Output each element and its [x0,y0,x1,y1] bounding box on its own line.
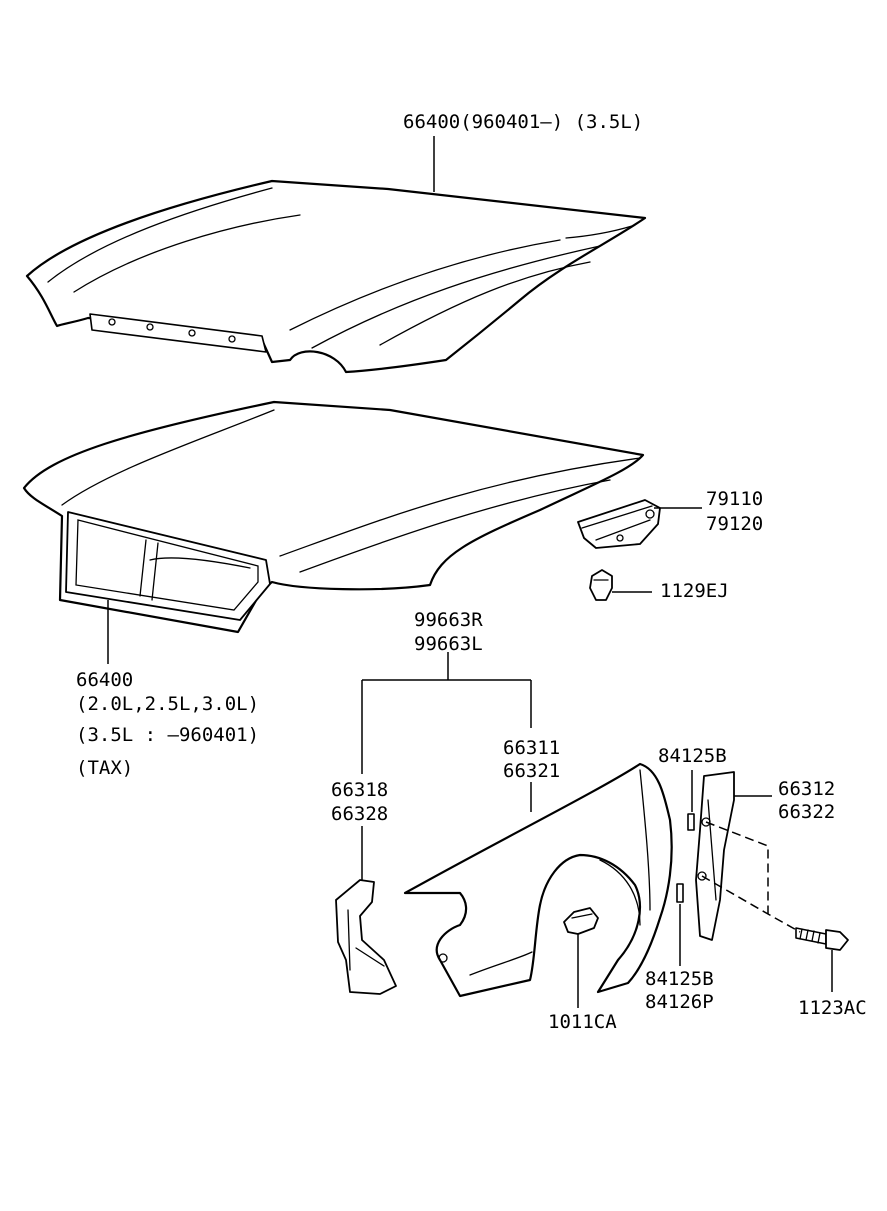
label-fender-1: 66311 [503,737,560,759]
hinge-bolt-icon [589,569,613,601]
leader-bracket-bolt-dashed-top [705,821,769,914]
label-rear-bracket-1: 66312 [778,778,835,800]
bracket-bolt-icon [795,927,849,951]
label-front-bracket-2: 66328 [331,803,388,825]
label-fender-group-2: 99663L [414,633,483,655]
label-bracket-bolt: 1123AC [798,997,867,1019]
label-front-bracket-1: 66318 [331,779,388,801]
label-hinge-2: 79120 [706,513,763,535]
front-bracket-icon [335,879,397,995]
label-rear-bracket-2: 66322 [778,801,835,823]
fender-bolt-icon [563,907,599,935]
hood-standard-icon [22,400,645,634]
label-fender-bolt: 1011CA [548,1011,617,1033]
rear-bracket-icon [695,771,735,941]
hood-hinge-icon [577,499,661,549]
label-fender-2: 66321 [503,760,560,782]
hood-3.5l-icon [25,179,647,374]
label-hood-standard-note-1: (2.0L,2.5L,3.0L) [76,693,259,715]
part-labels: 66400(960401–) (3.5L) 66400 (2.0L,2.5L,3… [76,111,867,1033]
label-hinge-1: 79110 [706,488,763,510]
label-hood-3.5l: 66400(960401–) (3.5L) [403,111,643,133]
label-hood-standard-note-2: (3.5L : –960401) [76,724,259,746]
label-clip-bottom-1: 84125B [645,968,714,990]
fender-icon [403,762,673,998]
leader-bracket-bolt-dashed-bottom [701,875,801,933]
leader-lines [107,136,833,1008]
leader-fender-group [361,652,532,774]
label-hood-standard-part: 66400 [76,669,133,691]
label-hood-standard-note-3: (TAX) [76,757,133,779]
label-clip-top: 84125B [658,745,727,767]
clip-icon [676,813,695,903]
label-hinge-bolt: 1129EJ [660,580,729,602]
label-fender-group-1: 99663R [414,609,483,631]
label-clip-bottom-2: 84126P [645,991,714,1013]
